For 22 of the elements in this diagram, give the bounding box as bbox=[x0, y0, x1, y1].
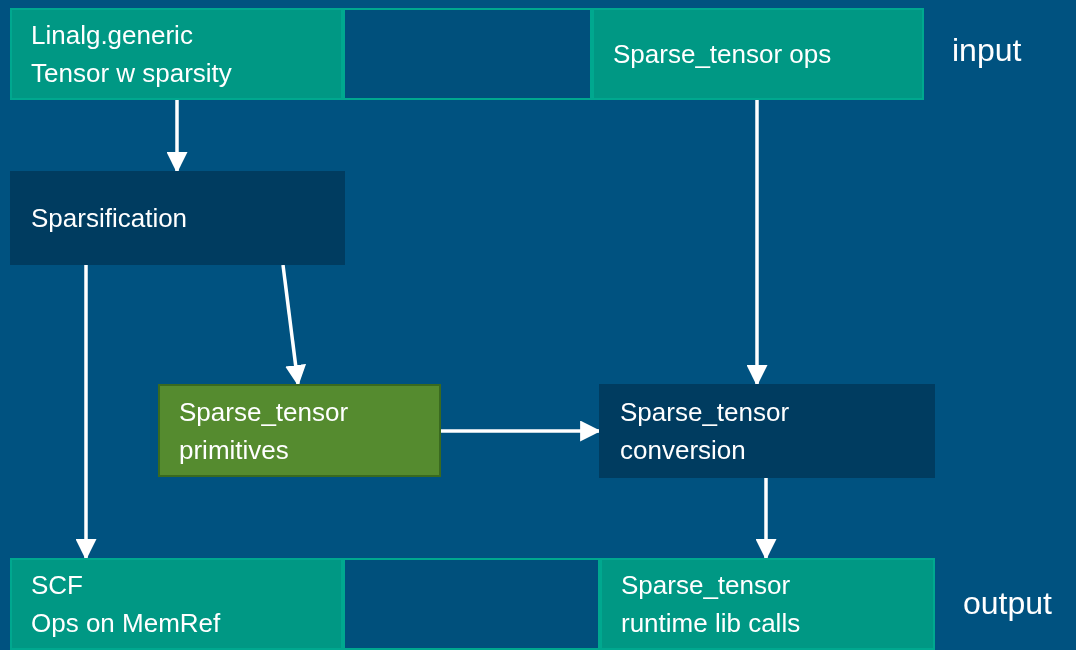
process-box bbox=[10, 171, 345, 265]
process-box bbox=[600, 558, 935, 650]
box-label: Sparse_tensor ops bbox=[613, 38, 832, 71]
box-label: Ops on MemRef bbox=[31, 607, 221, 640]
process-box bbox=[599, 384, 935, 478]
box-label: Sparse_tensor runtime lib calls bbox=[621, 569, 802, 640]
arrow bbox=[755, 478, 777, 561]
arrow bbox=[281, 264, 307, 387]
arrow bbox=[75, 265, 97, 561]
box-label: SCF bbox=[31, 569, 83, 602]
stage-label: output bbox=[963, 585, 1052, 622]
process-box bbox=[10, 558, 343, 650]
process-box bbox=[158, 384, 441, 477]
box-label: Sparse_tensor primitives bbox=[179, 395, 350, 467]
arrow bbox=[166, 100, 188, 174]
box-label: Linalg.generic Tensor w sparsity bbox=[31, 19, 233, 90]
arrow bbox=[746, 100, 768, 387]
stage-label: input bbox=[952, 32, 1022, 69]
process-box bbox=[10, 8, 343, 100]
box-label: Sparsification bbox=[31, 202, 188, 235]
process-box bbox=[592, 8, 924, 100]
box-label: Sparse_tensor conversion bbox=[620, 396, 791, 467]
